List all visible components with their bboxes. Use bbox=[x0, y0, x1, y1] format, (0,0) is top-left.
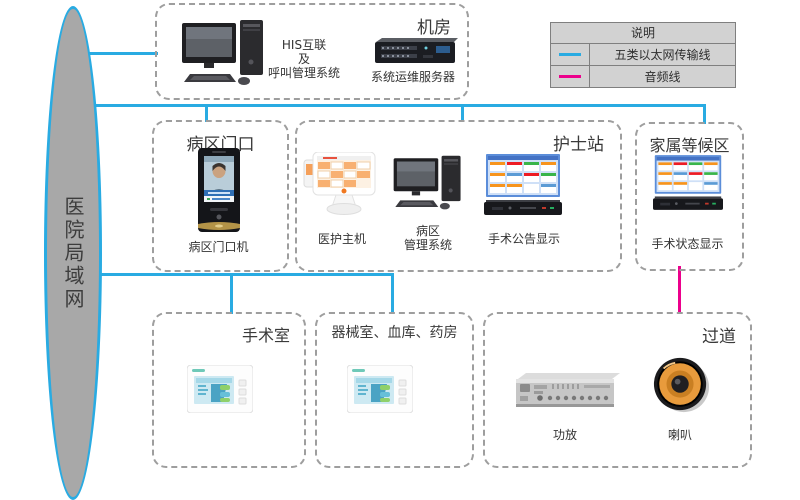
ethernet-line-swatch bbox=[559, 53, 581, 56]
hospital-lan-label: 医院局域网 bbox=[61, 195, 85, 311]
legend-label-ethernet: 五类以太网传输线 bbox=[614, 48, 711, 62]
medical-host-label: 医护主机 bbox=[317, 232, 366, 246]
surgery-status-display-label: 手术状态显示 bbox=[651, 237, 724, 251]
hospital-lan-node: 医院局域网 bbox=[44, 6, 102, 500]
wall-intercom-icon bbox=[347, 365, 413, 413]
door-entry-machine-label: 病区门口机 bbox=[188, 240, 249, 254]
ethernet-bus-bottom bbox=[92, 273, 394, 276]
zone-corridor: 过道 bbox=[483, 312, 752, 468]
zone-equipment-room: 器械室、血库、药房 bbox=[315, 312, 474, 468]
zone-family-waiting-title: 家属等候区 bbox=[649, 136, 730, 155]
medical-host-icon bbox=[303, 152, 381, 216]
audio-line-corridor bbox=[678, 266, 681, 314]
zone-nurse-station-title: 护士站 bbox=[553, 135, 604, 155]
legend-row-ethernet: 五类以太网传输线 bbox=[551, 43, 735, 65]
desktop-pc-icon bbox=[180, 18, 272, 88]
zone-family-waiting: 家属等候区 bbox=[635, 122, 744, 271]
zone-nurse-station: 护士站 bbox=[295, 120, 622, 272]
legend-label-audio: 音频线 bbox=[644, 70, 681, 84]
ethernet-drop-nurse-station bbox=[461, 104, 464, 122]
zone-equipment-room-title: 器械室、血库、药房 bbox=[331, 325, 458, 341]
wall-intercom-icon bbox=[187, 365, 253, 413]
ops-server-label: 系统运维服务器 bbox=[370, 70, 455, 84]
speaker-icon bbox=[652, 356, 710, 414]
legend: 说明 五类以太网传输线 音频线 bbox=[550, 22, 736, 88]
zone-operating-room-title: 手术室 bbox=[241, 326, 290, 345]
ward-mgmt-system-label: 病区 管理系统 bbox=[403, 224, 452, 252]
amplifier-icon bbox=[510, 372, 620, 410]
speaker-label: 喇叭 bbox=[667, 428, 692, 442]
amplifier-label: 功放 bbox=[552, 428, 577, 442]
surgery-notice-display-label: 手术公告显示 bbox=[487, 232, 560, 246]
surgery-notice-display-icon bbox=[484, 154, 562, 216]
his-system-label: HIS互联 及 呼叫管理系统 bbox=[267, 38, 340, 80]
desktop-pc-icon bbox=[392, 154, 468, 212]
zone-server-room: 机房 bbox=[155, 3, 469, 100]
legend-row-audio: 音频线 bbox=[551, 65, 735, 87]
zone-server-room-title: 机房 bbox=[417, 18, 451, 38]
zone-corridor-title: 过道 bbox=[702, 327, 736, 347]
legend-title: 说明 bbox=[630, 26, 655, 40]
ethernet-drop-ward-entrance bbox=[205, 104, 208, 122]
ethernet-bus-top bbox=[88, 104, 706, 107]
rack-server-icon bbox=[368, 37, 458, 67]
audio-line-swatch bbox=[559, 75, 581, 78]
ethernet-drop-equipment-room bbox=[391, 273, 394, 314]
ethernet-line-server-room bbox=[82, 52, 158, 55]
surgery-status-display-icon bbox=[653, 153, 723, 213]
zone-operating-room: 手术室 bbox=[152, 312, 306, 468]
door-entry-machine-icon bbox=[196, 148, 242, 232]
ethernet-drop-family-waiting bbox=[703, 104, 706, 124]
ethernet-drop-operating-room bbox=[230, 273, 233, 314]
